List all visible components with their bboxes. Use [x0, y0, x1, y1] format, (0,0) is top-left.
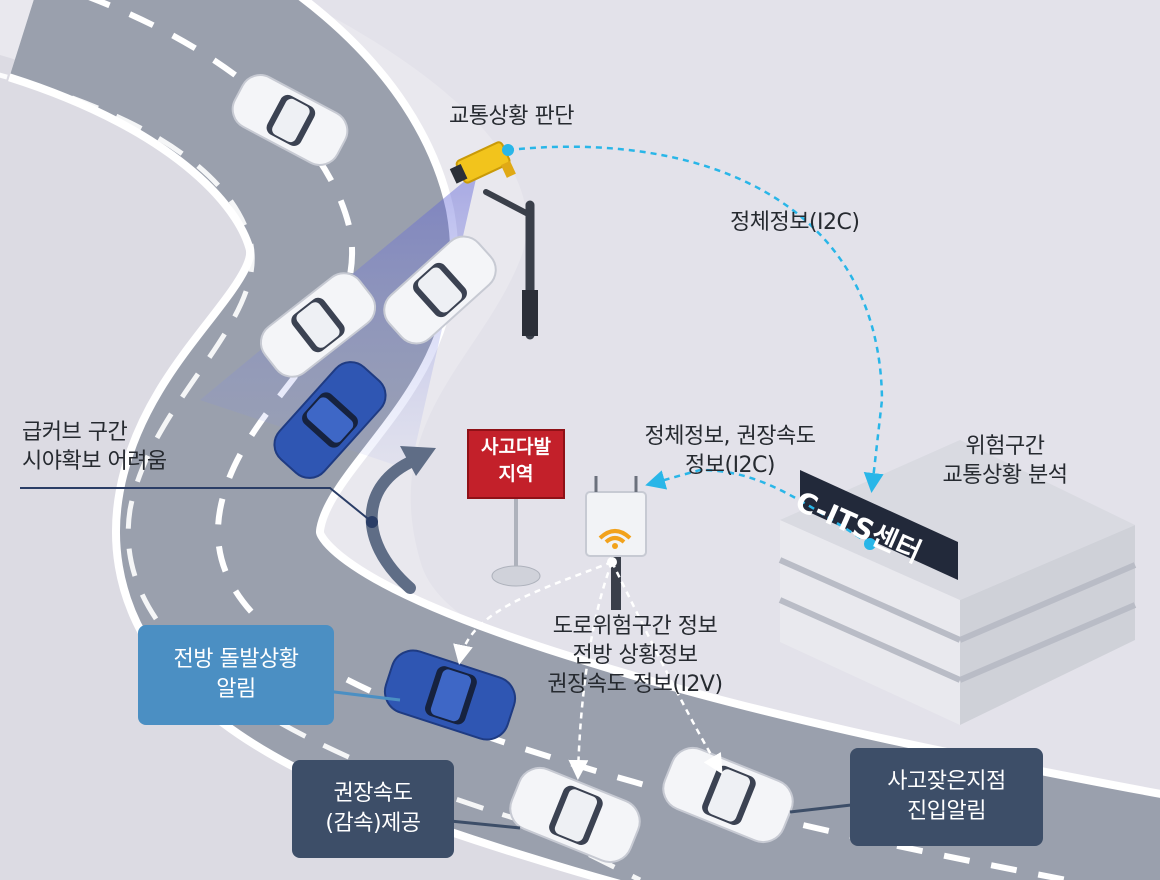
front-alert-box: 전방 돌발상황 알림 [138, 625, 334, 725]
accident-entry-box: 사고잦은지점 진입알림 [850, 748, 1043, 846]
road-info-line-2: 전방 상황정보 [572, 643, 698, 668]
congestion-speed-label: 정체정보, 권장속도 정보(I2C) [600, 422, 860, 480]
white-car-top [231, 74, 349, 166]
road-info-label: 도로위험구간 정보 전방 상황정보 권장속도 정보(I2V) [500, 612, 770, 699]
curve-direction-arrow [365, 452, 426, 594]
accident-area-sign: 사고다발 지역 [468, 434, 564, 488]
traffic-judgement-label: 교통상황 판단 [449, 104, 574, 129]
white-car-mid-right [383, 235, 497, 345]
sharp-curve-line-2: 시야확보 어려움 [22, 449, 167, 474]
accident-entry-line-1: 사고잦은지점 [887, 769, 1006, 794]
roadside-unit [585, 476, 647, 610]
congestion-speed-line-2: 정보(I2C) [685, 453, 776, 478]
accident-entry-line-2: 진입알림 [907, 799, 986, 824]
sharp-curve-line-1: 급커브 구간 [22, 420, 128, 445]
white-car-bottom-1 [509, 766, 641, 864]
danger-zone-label: 위험구간 교통상황 분석 [905, 432, 1105, 490]
road-info-line-1: 도로위험구간 정보 [552, 614, 718, 639]
accident-sign-post [467, 429, 565, 587]
link-center-to-rsu [645, 468, 871, 546]
traffic-camera-pole [483, 189, 538, 340]
congestion-speed-line-1: 정체정보, 권장속도 [644, 424, 816, 449]
link-camera-to-center [507, 145, 884, 493]
recommended-speed-line-2: (감속)제공 [325, 811, 421, 836]
front-alert-line-1: 전방 돌발상황 [173, 647, 299, 672]
white-car-mid-left [259, 272, 377, 378]
accident-area-line-2: 지역 [498, 463, 534, 485]
c-its-center-building [778, 440, 1137, 725]
curve-callout-line [20, 487, 373, 523]
white-car-bottom-2 [662, 746, 794, 844]
congestion-i2c-label: 정체정보(I2C) [730, 210, 860, 235]
sharp-curve-label: 급커브 구간 시야확보 어려움 [22, 418, 167, 476]
recommended-speed-box: 권장속도 (감속)제공 [292, 760, 454, 858]
accident-area-line-1: 사고다발 [481, 436, 551, 458]
blue-car-curve [273, 361, 387, 479]
link-rsu-to-car-2 [610, 561, 723, 775]
front-alert-line-2: 알림 [216, 677, 256, 702]
blue-car-front [383, 649, 517, 741]
road-info-line-3: 권장속도 정보(I2V) [547, 672, 723, 697]
recommended-speed-line-1: 권장속도 [333, 781, 413, 806]
link-rsu-to-car-1 [568, 561, 614, 780]
danger-zone-line-1: 위험구간 [965, 434, 1045, 459]
danger-zone-line-2: 교통상황 분석 [942, 463, 1068, 488]
link-rsu-to-blue-car [453, 560, 613, 665]
